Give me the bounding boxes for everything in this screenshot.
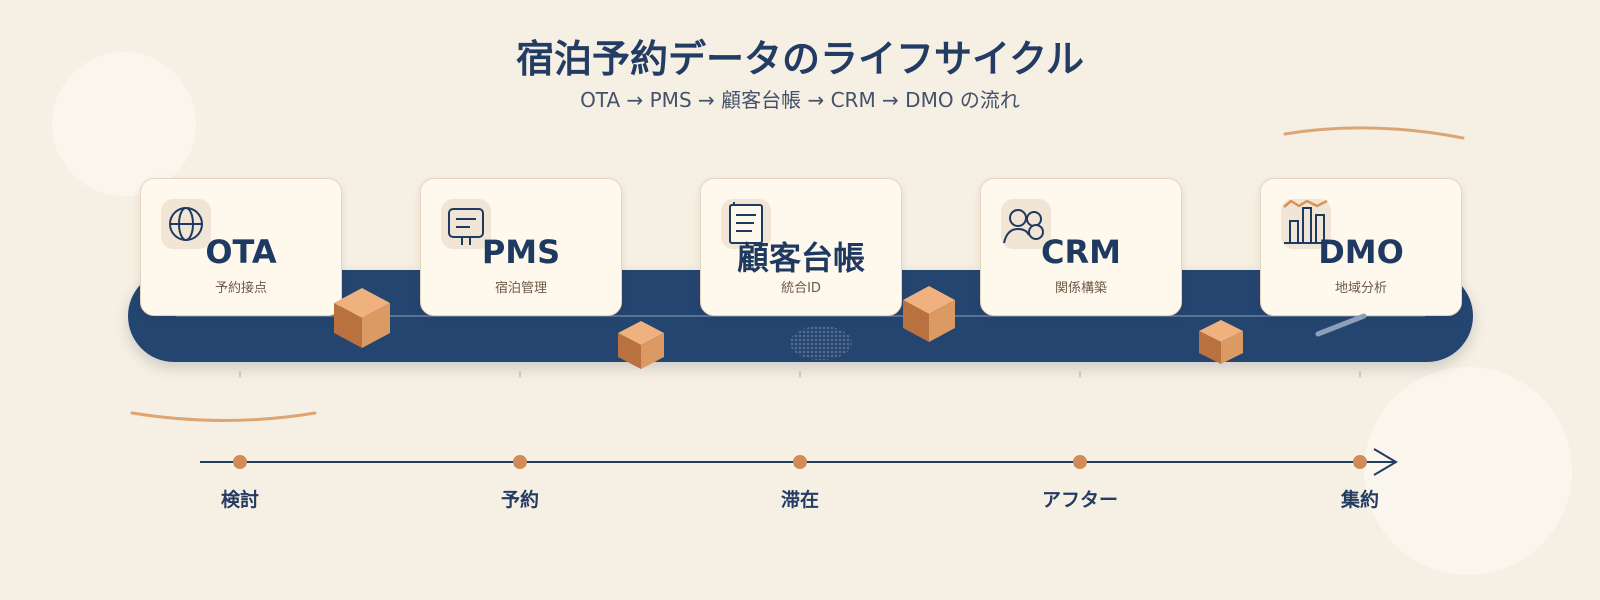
timeline-dot — [1073, 455, 1087, 469]
motion-streak — [1315, 313, 1367, 337]
card-title: 顧客台帳 — [736, 239, 865, 277]
timeline-stage-label: アフター — [1041, 489, 1118, 511]
card-subtitle: 統合ID — [781, 281, 821, 296]
timeline-dot — [1353, 455, 1367, 469]
stage-card-crm: CRM 関係構築 — [980, 178, 1182, 316]
card-subtitle: 関係構築 — [1054, 281, 1107, 296]
icon-box — [1281, 199, 1331, 249]
timeline-dot — [793, 455, 807, 469]
bar-chart-icon — [1283, 199, 1329, 244]
monitor-icon — [448, 208, 484, 245]
timeline-stage-label: 滞在 — [780, 489, 819, 511]
card-title: PMS — [481, 233, 561, 271]
timeline-stage-label: 予約 — [500, 489, 539, 511]
belt-line — [176, 315, 1425, 317]
card-subtitle: 地域分析 — [1334, 281, 1387, 296]
arrow-head-icon — [1373, 448, 1398, 476]
card-title: DMO — [1318, 233, 1404, 271]
page-title: 宿泊予約データのライフサイクル — [515, 37, 1085, 81]
belt-texture — [790, 326, 852, 360]
card-title: OTA — [205, 233, 277, 271]
icon-box — [161, 199, 211, 249]
decorative-circle — [1364, 367, 1572, 575]
package-cube-icon — [334, 288, 390, 348]
timeline-stage-label: 集約 — [1340, 489, 1379, 511]
page-subtitle: OTA → PMS → 顧客台帳 → CRM → DMO の流れ — [580, 88, 1020, 112]
timeline-stage-label: 検討 — [220, 489, 259, 511]
card-subtitle: 予約接点 — [214, 281, 267, 296]
package-cube-icon — [618, 321, 664, 369]
package-cube-icon — [1199, 320, 1243, 364]
timeline-dot — [513, 455, 527, 469]
card-subtitle: 宿泊管理 — [494, 281, 547, 296]
stage-card-pms: PMS 宿泊管理 — [420, 178, 622, 316]
icon-box — [441, 199, 491, 249]
timeline-ticks — [239, 371, 1361, 377]
package-cube-icon — [903, 286, 955, 342]
timeline-dot — [233, 455, 247, 469]
icon-box — [721, 199, 771, 249]
stage-card-customer-ledger: 顧客台帳 統合ID — [700, 178, 902, 316]
stage-card-ota: OTA 予約接点 — [140, 178, 342, 316]
decorative-circle — [52, 52, 196, 196]
users-icon — [1003, 209, 1044, 244]
icon-box — [1001, 199, 1051, 249]
ledger-icon — [729, 202, 763, 244]
card-title: CRM — [1041, 233, 1121, 271]
decorative-arc — [130, 411, 317, 422]
globe-icon — [169, 207, 203, 241]
decorative-arc — [1283, 126, 1465, 140]
